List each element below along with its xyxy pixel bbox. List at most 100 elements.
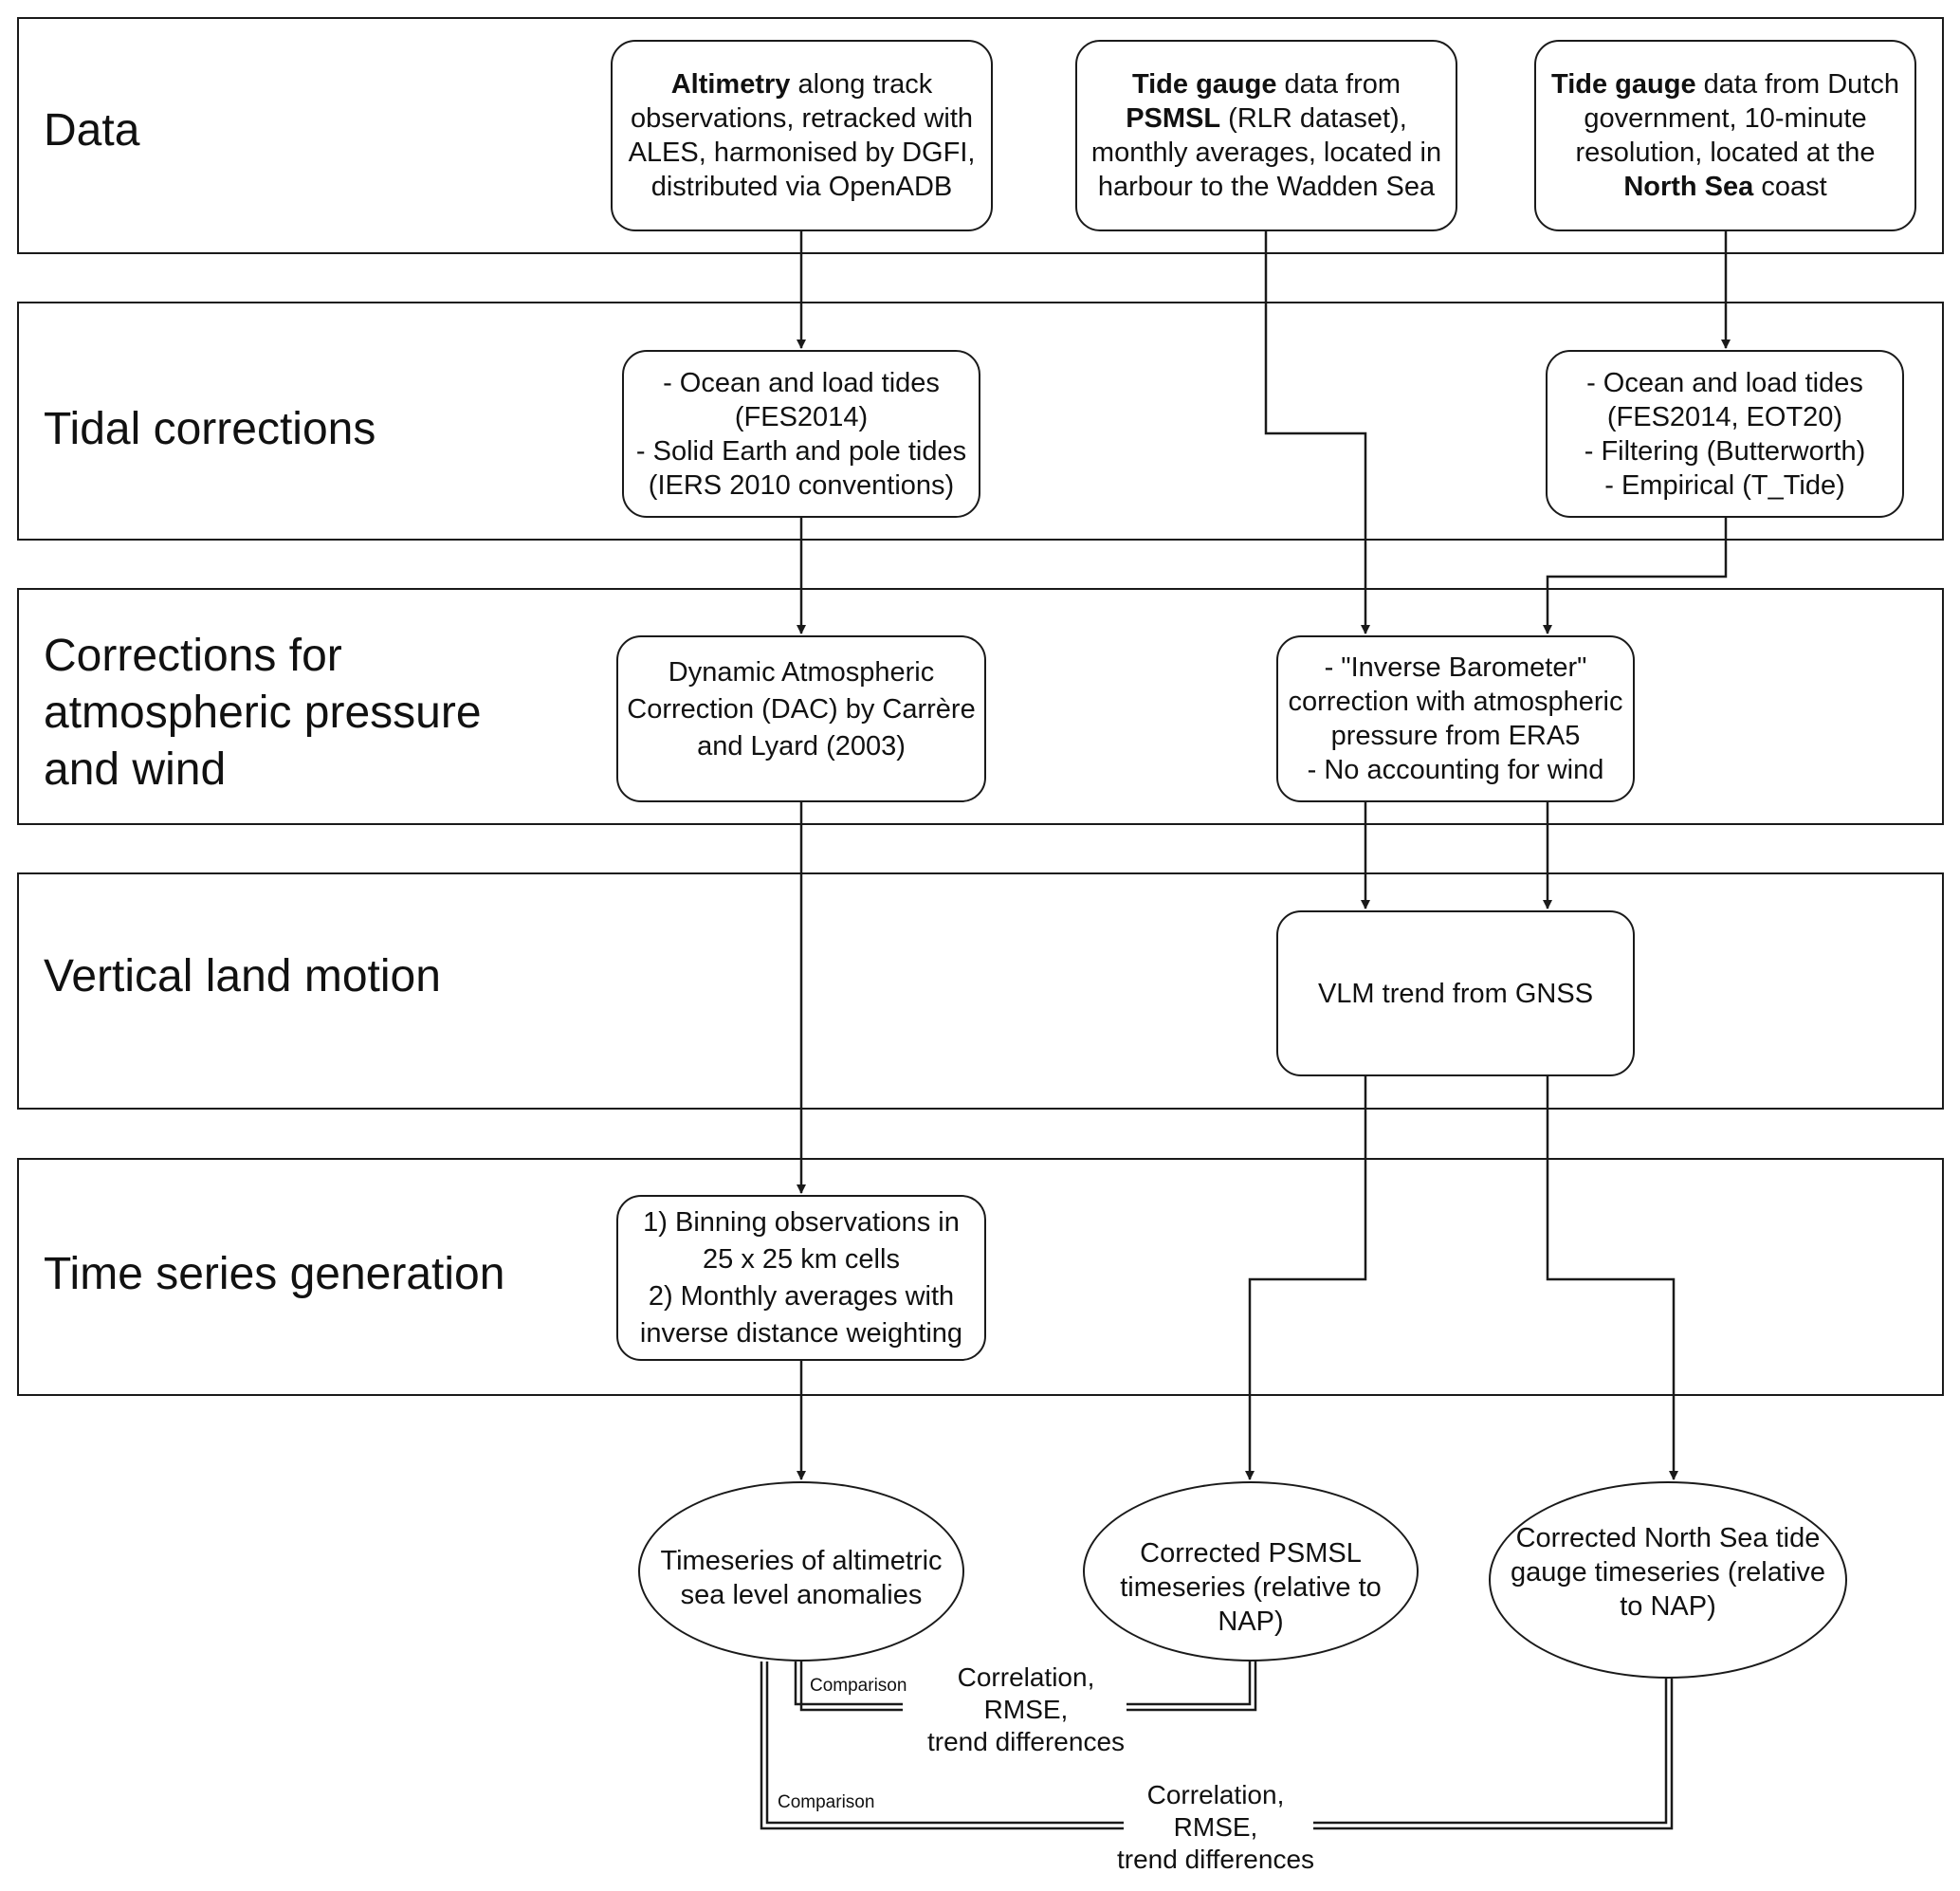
- band-label-line: Corrections for: [44, 631, 342, 681]
- binning-box: 1) Binning observations in 25 x 25 km cel…: [616, 1195, 986, 1361]
- metric-line: RMSE,: [983, 1695, 1069, 1724]
- box-text-line: VLM trend from GNSS: [1318, 977, 1593, 1011]
- psmsl-timeseries-output: Corrected PSMSL timeseries (relative to …: [1083, 1481, 1419, 1662]
- text-run: - Filtering (Butterworth): [1584, 435, 1866, 467]
- box-text-line: 2) Monthly averages with: [640, 1278, 962, 1315]
- output-line: Corrected PSMSL: [1140, 1538, 1362, 1569]
- bold-text-run: Tide gauge: [1551, 69, 1696, 100]
- text-run: (FES2014, EOT20): [1606, 401, 1843, 432]
- vlm-text: VLM trend from GNSS: [1318, 977, 1593, 1011]
- comparison-metrics-psmsl: Correlation, RMSE, trend differences: [912, 1662, 1140, 1758]
- text-run: (RLR dataset),: [1220, 103, 1407, 134]
- box-text-line: - Ocean and load tides: [1584, 366, 1866, 400]
- box-text-line: 1) Binning observations in: [640, 1204, 962, 1241]
- box-text-line: - Empirical (T_Tide): [1584, 468, 1866, 503]
- bold-text-run: North Sea: [1623, 172, 1754, 202]
- text-run: resolution, located at the: [1575, 138, 1876, 168]
- box-text-line: correction with atmospheric: [1289, 685, 1623, 719]
- box-text-line: (FES2014, EOT20): [1584, 400, 1866, 434]
- tide-gauge-tidal-text: - Ocean and load tides(FES2014, EOT20)- …: [1584, 366, 1866, 503]
- box-text-line: (FES2014): [636, 400, 966, 434]
- box-text-line: Tide gauge data from Dutch: [1551, 67, 1899, 101]
- text-run: - Empirical (T_Tide): [1604, 469, 1845, 501]
- text-run: data from Dutch: [1695, 69, 1899, 100]
- comparison-link-northsea: [760, 1662, 1124, 1830]
- text-run: distributed via OpenADB: [650, 172, 953, 202]
- output-line: timeseries (relative to: [1120, 1572, 1382, 1603]
- arrow-vlm-to-northsea-output: [1546, 1076, 1678, 1480]
- arrow-psmsl-to-ib: [1264, 230, 1370, 634]
- box-text-line: - No accounting for wind: [1289, 753, 1623, 787]
- output-line: gauge timeseries (relative: [1510, 1557, 1826, 1588]
- output-line: NAP): [1218, 1606, 1284, 1637]
- arrow-vlm-to-psmsl-output: [1245, 1076, 1367, 1480]
- box-text-line: inverse distance weighting: [640, 1315, 962, 1352]
- altimetric-timeseries-output: Timeseries of altimetric sea level anoma…: [638, 1481, 964, 1662]
- text-run: 1) Binning observations in: [643, 1206, 960, 1238]
- box-text-line: North Sea coast: [1551, 170, 1899, 204]
- text-run: 25 x 25 km cells: [703, 1243, 900, 1275]
- box-text-line: monthly averages, located in: [1091, 136, 1441, 170]
- tide-gauge-tidal-box: - Ocean and load tides(FES2014, EOT20)- …: [1546, 350, 1904, 518]
- box-text-line: Altimetry along track: [629, 67, 976, 101]
- band-label-line: atmospheric pressure: [44, 688, 482, 738]
- band-label-tidal-corrections: Tidal corrections: [44, 401, 376, 458]
- box-text-line: pressure from ERA5: [1289, 719, 1623, 753]
- text-run: coast: [1753, 172, 1827, 202]
- psmsl-output-text: Corrected PSMSL timeseries (relative to …: [1120, 1536, 1382, 1639]
- box-text-line: - Filtering (Butterworth): [1584, 434, 1866, 468]
- band-label-line: and wind: [44, 744, 227, 795]
- text-run: Correction (DAC) by Carrère: [627, 693, 976, 725]
- comparison-tag-psmsl: Comparison: [810, 1676, 907, 1697]
- text-run: - Ocean and load tides: [1586, 367, 1863, 398]
- text-run: Dynamic Atmospheric: [668, 656, 935, 688]
- output-line: to NAP): [1620, 1591, 1716, 1622]
- text-run: (IERS 2010 conventions): [648, 469, 955, 501]
- text-run: - Ocean and load tides: [663, 367, 940, 398]
- text-run: 2) Monthly averages with: [648, 1280, 955, 1312]
- band-label-line: Tidal corrections: [44, 404, 376, 454]
- bold-text-run: Tide gauge: [1131, 69, 1277, 100]
- northsea-output-text: Corrected North Sea tide gauge timeserie…: [1511, 1521, 1825, 1624]
- bold-text-run: PSMSL: [1126, 103, 1221, 134]
- output-line: sea level anomalies: [680, 1580, 923, 1610]
- band-label-vertical-land-motion: Vertical land motion: [44, 948, 441, 1005]
- band-label-data: Data: [44, 102, 139, 159]
- vlm-box: VLM trend from GNSS: [1276, 910, 1635, 1076]
- text-run: and Lyard (2003): [697, 730, 906, 762]
- text-run: (FES2014): [734, 401, 869, 432]
- band-label-time-series: Time series generation: [44, 1246, 504, 1303]
- box-text-line: (IERS 2010 conventions): [636, 468, 966, 503]
- text-run: - Solid Earth and pole tides: [635, 435, 967, 467]
- box-text-line: harbour to the Wadden Sea: [1091, 170, 1441, 204]
- altimetry-tidal-text: - Ocean and load tides(FES2014)- Solid E…: [636, 366, 966, 503]
- box-text-line: Tide gauge data from: [1091, 67, 1441, 101]
- arrow-tgtidal-to-ib: [1543, 518, 1728, 634]
- box-text-line: - Ocean and load tides: [636, 366, 966, 400]
- metric-line: Correlation,: [1146, 1780, 1285, 1809]
- text-run: inverse distance weighting: [639, 1317, 963, 1349]
- text-run: harbour to the Wadden Sea: [1097, 172, 1436, 202]
- box-text-line: Dynamic Atmospheric: [627, 654, 975, 691]
- box-text-line: 25 x 25 km cells: [640, 1241, 962, 1278]
- comparison-link-psmsl: [794, 1662, 903, 1706]
- box-text-line: government, 10-minute: [1551, 101, 1899, 136]
- box-text-line: resolution, located at the: [1551, 136, 1899, 170]
- metric-line: trend differences: [926, 1727, 1126, 1756]
- box-text-line: observations, retracked with: [629, 101, 976, 136]
- metric-line: trend differences: [1116, 1845, 1315, 1874]
- northsea-timeseries-output: Corrected North Sea tide gauge timeserie…: [1489, 1481, 1847, 1679]
- inverse-barometer-text: - "Inverse Barometer"correction with atm…: [1289, 651, 1623, 787]
- altimetric-output-text: Timeseries of altimetric sea level anoma…: [660, 1544, 942, 1612]
- bold-text-run: Altimetry: [670, 69, 791, 100]
- band-label-line: Data: [44, 105, 140, 156]
- box-text-line: Correction (DAC) by Carrère: [627, 691, 975, 728]
- band-label-line: Vertical land motion: [44, 951, 441, 1001]
